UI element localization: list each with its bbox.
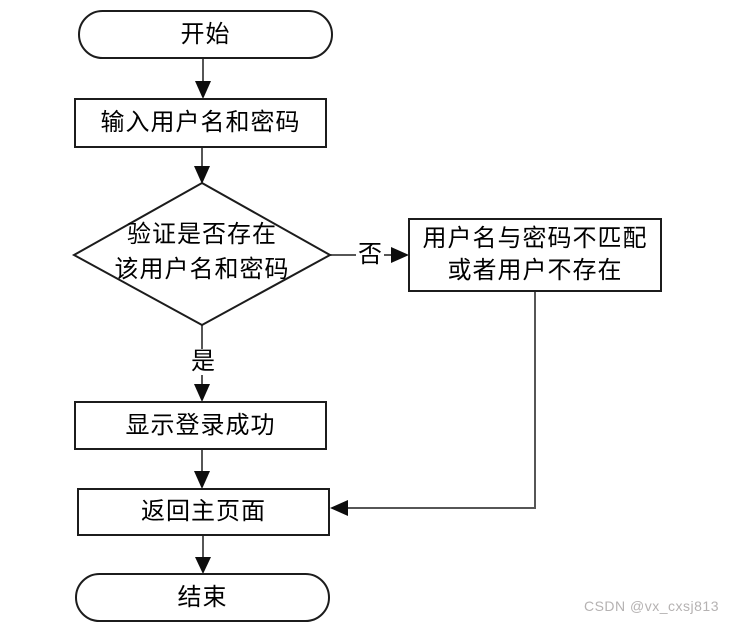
node-start: 开始 (78, 10, 333, 59)
node-verify-line1: 验证是否存在 (127, 222, 277, 248)
node-end-label: 结束 (177, 584, 228, 611)
node-verify-line2: 该用户名和密码 (114, 257, 290, 283)
edge-label-yes: 是 (189, 349, 217, 375)
csdn-watermark: CSDN @vx_cxsj813 (583, 598, 719, 614)
node-verify-decision: 验证是否存在 该用户名和密码 (74, 218, 330, 288)
node-error-line2: 或者用户不存在 (447, 258, 623, 284)
node-end: 结束 (75, 573, 330, 622)
arrowhead-into-verify (194, 166, 210, 184)
node-show-login-success-label: 显示登录成功 (125, 412, 276, 439)
edge-error-to-return (346, 292, 536, 509)
arrowhead-into-input (195, 81, 211, 99)
node-return-main-page: 返回主页面 (77, 488, 330, 536)
decision-diamond-shape (71, 181, 333, 327)
node-show-login-success: 显示登录成功 (74, 401, 327, 450)
node-return-main-page-label: 返回主页面 (141, 499, 266, 525)
edge-label-no: 否 (356, 242, 384, 268)
arrowhead-error-into-return (330, 500, 348, 516)
arrowhead-into-success (194, 384, 210, 402)
node-error-line1: 用户名与密码不匹配 (422, 226, 648, 252)
node-error-message: 用户名与密码不匹配 或者用户不存在 (408, 218, 662, 292)
arrowhead-into-end (195, 557, 211, 574)
node-input-credentials-label: 输入用户名和密码 (100, 110, 301, 136)
arrowhead-into-return (194, 471, 210, 489)
arrowhead-into-error (391, 247, 409, 263)
node-start-label: 开始 (180, 21, 231, 48)
node-input-credentials: 输入用户名和密码 (74, 98, 327, 148)
